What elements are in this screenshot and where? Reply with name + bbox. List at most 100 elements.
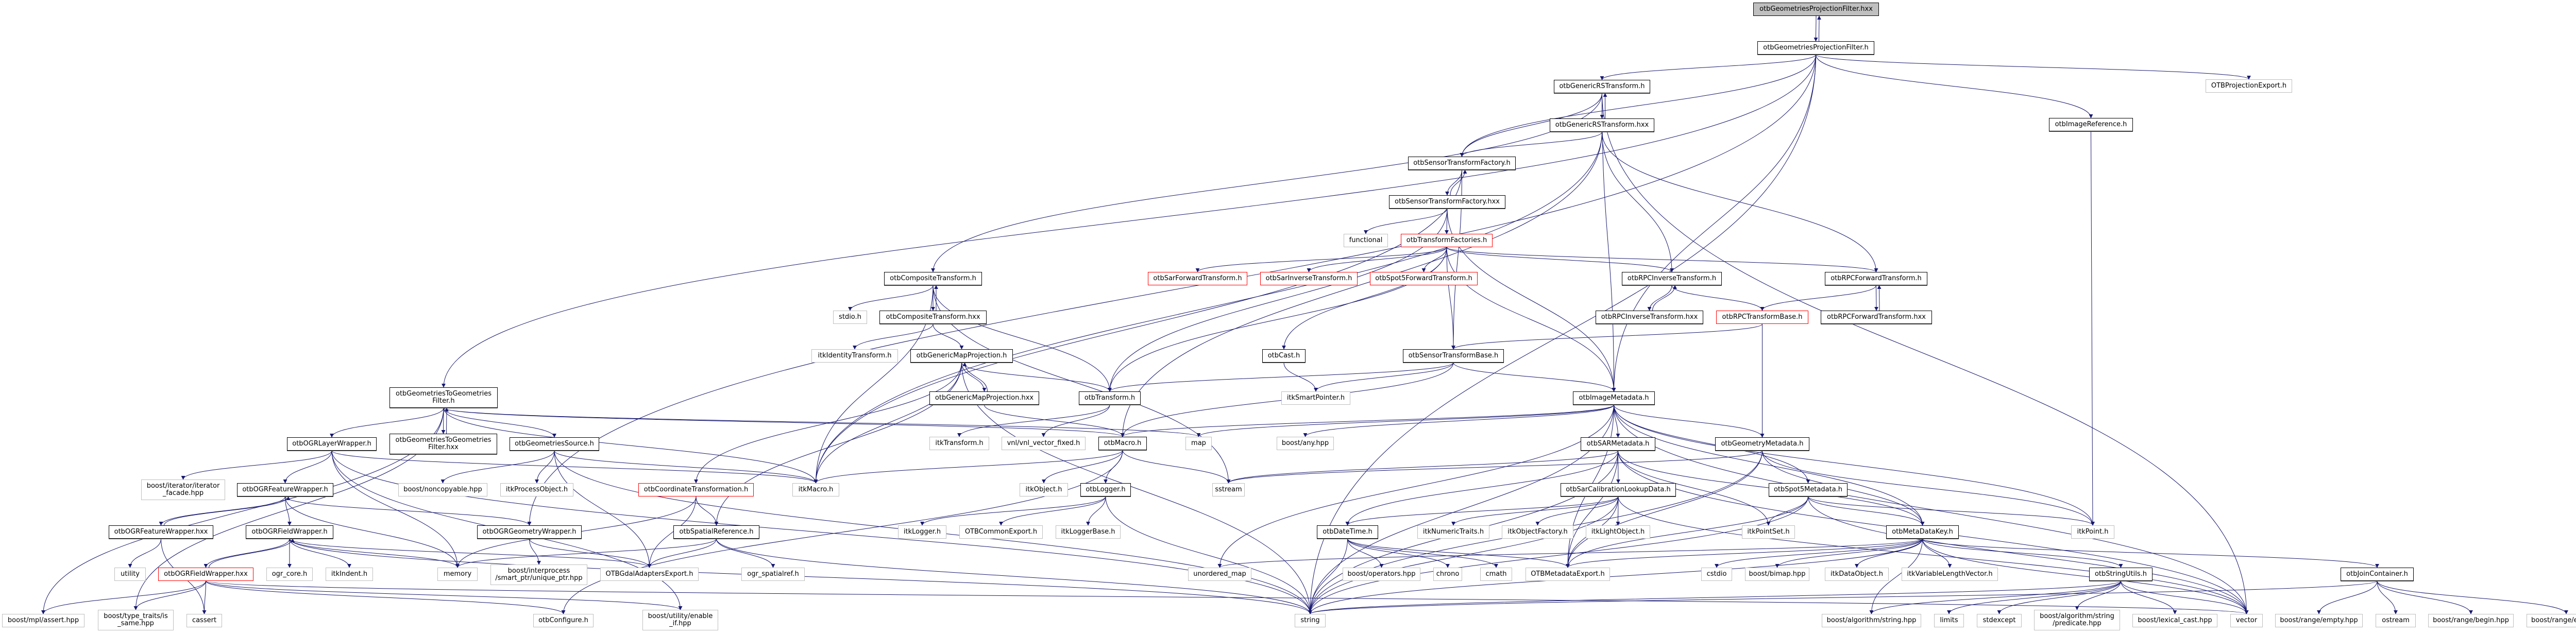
edge-grs_h-to-imgmeta bbox=[1602, 93, 1616, 392]
node-doc-file[interactable]: otbSARMetadata.h bbox=[1581, 437, 1655, 451]
edge-cast-to-smartptr bbox=[1283, 362, 1318, 392]
node-doc-file[interactable]: otbMetaDataKey.h bbox=[1886, 525, 1959, 539]
node-truncated-file[interactable]: otbOGRFieldWrapper.hxx bbox=[158, 568, 253, 581]
edge-stf_hxx-to-transform bbox=[1108, 208, 1448, 392]
node-doc-file[interactable]: otbGeometriesProjectionFilter.h bbox=[1757, 41, 1874, 55]
node-external-file: cmath bbox=[1480, 568, 1512, 581]
node-doc-file[interactable]: otbGeometryMetadata.h bbox=[1715, 437, 1809, 451]
node-doc-file[interactable]: otbImageReference.h bbox=[2049, 118, 2133, 131]
node-doc-file[interactable]: otbCompositeTransform.h bbox=[884, 272, 982, 285]
edge-spatialref-to-gdalexp bbox=[647, 538, 717, 568]
edge-rpcbase-to-stbase bbox=[1451, 323, 1762, 350]
node-truncated-file[interactable]: otbRPCTransformBase.h bbox=[1716, 311, 1808, 324]
node-external-file: boost/interprocess /smart_ptr/unique_ptr… bbox=[490, 564, 587, 585]
node-doc-file[interactable]: otbGenericRSTransform.hxx bbox=[1550, 118, 1654, 132]
edge-imgmeta-to-boostany bbox=[1303, 404, 1614, 437]
edge-strutils-to-stdexcept bbox=[1997, 580, 2121, 614]
edge-layerwrap-to-string bbox=[331, 450, 1312, 614]
edge-gmp_hxx-to-macro bbox=[984, 404, 1125, 437]
node-doc-file[interactable]: otbDateTime.h bbox=[1317, 525, 1378, 539]
edge-grs_h-to-comp_h bbox=[931, 93, 1602, 272]
edge-geommeta-to-sstream bbox=[1226, 450, 1762, 484]
node-external-file: boost/range/begin.hpp bbox=[2428, 614, 2514, 627]
edge-logger-to-otbcommonexp bbox=[999, 496, 1106, 526]
node-doc-file[interactable]: otbCompositeTransform.hxx bbox=[879, 311, 987, 324]
node-external-file: limits bbox=[1934, 614, 1964, 627]
edge-imgmeta-to-macro bbox=[1121, 404, 1614, 437]
node-doc-file[interactable]: otbMacro.h bbox=[1098, 437, 1147, 450]
edge-sarcal-to-numtraits bbox=[1451, 496, 1619, 526]
edge-spatialref-to-memory bbox=[455, 538, 717, 568]
node-external-file: boost/utility/enable _if.hpp bbox=[642, 610, 718, 630]
edge-grs_h-to-vector bbox=[1602, 93, 2249, 614]
node-doc-file[interactable]: otbRPCInverseTransform.h bbox=[1622, 272, 1722, 285]
node-doc-file[interactable]: otbGeometriesToGeometries Filter.h bbox=[389, 387, 498, 408]
node-external-file: itkNumericTraits.h bbox=[1417, 525, 1489, 539]
node-external-file: itkMacro.h bbox=[792, 483, 839, 496]
node-doc-file[interactable]: otbImageMetadata.h bbox=[1573, 391, 1655, 405]
node-doc-file[interactable]: otbOGRFieldWrapper.h bbox=[246, 525, 333, 539]
node-doc-file[interactable]: otbGenericMapProjection.h bbox=[910, 349, 1013, 363]
node-external-file: OTBProjectionExport.h bbox=[2206, 79, 2292, 93]
node-external-file: unordered_map bbox=[1188, 568, 1251, 581]
node-doc-file[interactable]: otbGenericRSTransform.h bbox=[1554, 80, 1650, 93]
node-doc-file[interactable]: otbCast.h bbox=[1262, 349, 1306, 363]
node-doc-file[interactable]: otbOGRLayerWrapper.h bbox=[287, 437, 377, 451]
edge-geomsrc-to-itkmacro bbox=[554, 450, 818, 484]
node-doc-file[interactable]: otbSensorTransformBase.h bbox=[1403, 349, 1504, 363]
edge-imgref-to-itkpoint bbox=[2090, 131, 2095, 526]
node-external-file: cassert bbox=[187, 614, 222, 627]
node-external-file: vnl/vnl_vector_fixed.h bbox=[1002, 437, 1086, 450]
node-doc-file[interactable]: otbSpatialReference.h bbox=[673, 525, 759, 539]
node-doc-file[interactable]: otbStringUtils.h bbox=[2089, 568, 2153, 581]
edge-gmp_h-to-coordtrans bbox=[694, 362, 962, 484]
edge-stf_hxx-to-functional bbox=[1364, 208, 1448, 234]
node-doc-file[interactable]: otbRPCInverseTransform.hxx bbox=[1596, 311, 1703, 324]
node-doc-file[interactable]: otbGenericMapProjection.hxx bbox=[929, 391, 1039, 405]
edge-transform-to-itktransform bbox=[957, 404, 1110, 437]
node-truncated-file[interactable]: otbSarForwardTransform.h bbox=[1148, 272, 1247, 285]
edge-spatialref-to-ogrspatial bbox=[716, 538, 775, 568]
node-doc-file[interactable]: otbJoinContainer.h bbox=[2341, 568, 2414, 581]
node-doc-file[interactable]: otbSensorTransformFactory.hxx bbox=[1389, 195, 1505, 209]
node-truncated-file[interactable]: otbSpot5ForwardTransform.h bbox=[1370, 272, 1478, 285]
node-doc-file[interactable]: otbTransform.h bbox=[1079, 391, 1141, 405]
node-truncated-file[interactable]: otbSarInverseTransform.h bbox=[1260, 272, 1358, 285]
edge-g2g_h-to-map bbox=[443, 407, 1201, 437]
edge-sarmeta-to-pointset bbox=[1618, 450, 1771, 526]
node-doc-file[interactable]: otbRPCForwardTransform.hxx bbox=[1821, 311, 1932, 324]
edge-tfact-to-stbase bbox=[1446, 247, 1455, 350]
node-doc-file[interactable]: otbRPCForwardTransform.h bbox=[1825, 272, 1927, 285]
edge-geomwrap-to-uniqueptr bbox=[529, 538, 541, 565]
edge-comp_h-to-transform bbox=[933, 285, 1112, 392]
node-external-file: itkDataObject.h bbox=[1825, 568, 1889, 581]
edge-grs_h-to-stf_h bbox=[1460, 93, 1602, 157]
node-doc-file[interactable]: otbGeometriesToGeometries Filter.hxx bbox=[389, 434, 497, 454]
edge-joincont-to-string bbox=[1308, 580, 2378, 614]
edge-fieldwrap_h-to-itkindent bbox=[289, 538, 351, 568]
node-external-file: memory bbox=[437, 568, 478, 581]
edge-rpcinv_h-to-rpcinv_hxx bbox=[1647, 285, 1672, 311]
node-doc-file[interactable]: otbSpot5Metadata.h bbox=[1769, 483, 1848, 496]
node-external-file: OTBGdalAdaptersExport.h bbox=[600, 568, 699, 581]
node-truncated-file[interactable]: otbCoordinateTransformation.h bbox=[638, 483, 754, 496]
edge-geommeta-to-itkpoint bbox=[1762, 450, 2095, 526]
edge-strutils-to-predicate bbox=[2075, 580, 2121, 610]
node-doc-file[interactable]: otbSensorTransformFactory.h bbox=[1408, 157, 1516, 170]
node-doc-file[interactable]: otbLogger.h bbox=[1080, 483, 1131, 496]
node-doc-file[interactable]: otbGeometriesSource.h bbox=[510, 437, 599, 451]
edge-imgmeta-to-geommeta bbox=[1614, 404, 1765, 438]
node-doc-file[interactable]: otbSarCalibrationLookupData.h bbox=[1561, 483, 1676, 496]
edge-rpcfwd_hxx-to-rpcfwd_h bbox=[1877, 285, 1882, 311]
edge-imgmeta-to-itkpoint bbox=[1614, 404, 2095, 526]
node-doc-file[interactable]: otbOGRFeatureWrapper.hxx bbox=[109, 525, 213, 539]
node-external-file: itkPointSet.h bbox=[1742, 525, 1795, 539]
edge-grs_hxx-to-rpcfwd_h bbox=[1602, 131, 1878, 272]
node-truncated-file[interactable]: otbTransformFactories.h bbox=[1401, 234, 1493, 247]
edge-comp_h-to-stdio bbox=[848, 285, 934, 311]
node-doc-file[interactable]: otbOGRGeometryWrapper.h bbox=[477, 525, 582, 539]
node-doc-file[interactable]: otbOGRFeatureWrapper.h bbox=[237, 483, 333, 496]
node-external-file: ogr_spatialref.h bbox=[741, 568, 805, 581]
